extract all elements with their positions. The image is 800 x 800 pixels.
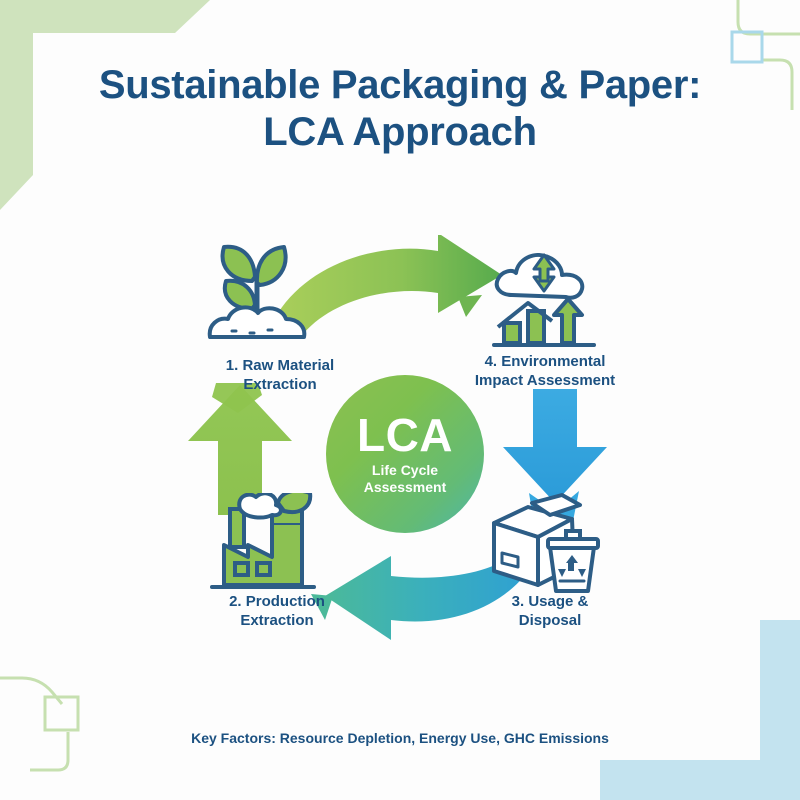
stage-4-line-1: 4. Environmental: [484, 353, 606, 370]
lca-subtitle-line-2: Assessment: [363, 479, 447, 495]
stage-2-line-1: 2. Production: [229, 593, 325, 610]
stage-label-production-extraction: 2. Production Extraction: [182, 593, 372, 631]
stage-label-raw-material-extraction: 1. Raw Material Extraction: [185, 357, 375, 395]
stage-1-line-2: Extraction: [243, 375, 317, 393]
factory-icon: [210, 493, 316, 589]
stage-3-line-1: 3. Usage &: [511, 593, 589, 610]
arrow-raw-to-impact-icon: [278, 235, 502, 333]
box-recycle-bin-icon: [492, 493, 600, 593]
stage-1-line-1: 1. Raw Material: [225, 357, 335, 374]
arrow-production-to-raw-icon: [188, 383, 292, 515]
cloud-bar-chart-icon: [492, 253, 596, 347]
center-lca-badge: LCA Life Cycle Assessment: [326, 375, 484, 533]
stage-label-environmental-impact-assessment: 4. Environmental Impact Assessment: [450, 353, 640, 391]
stage-4-line-2: Impact Assessment: [474, 371, 616, 389]
lca-subtitle: Life Cycle Assessment: [364, 462, 447, 496]
lca-cycle-diagram: LCA Life Cycle Assessment: [150, 225, 660, 655]
title-line-2: LCA Approach: [263, 110, 537, 155]
title-line-1: Sustainable Packaging & Paper:: [98, 63, 702, 107]
seedling-plant-icon: [207, 244, 307, 339]
page-title: Sustainable Packaging & Paper: LCA Appro…: [0, 62, 800, 156]
stage-3-line-2: Disposal: [518, 611, 582, 629]
stage-2-line-2: Extraction: [240, 611, 314, 629]
key-factors-footer: Key Factors: Resource Depletion, Energy …: [191, 730, 609, 746]
lca-acronym: LCA: [356, 409, 454, 462]
lca-subtitle-line-1: Life Cycle: [371, 462, 439, 479]
stage-label-usage-disposal: 3. Usage & Disposal: [455, 593, 645, 631]
arrow-usage-to-production-icon: [311, 548, 537, 640]
